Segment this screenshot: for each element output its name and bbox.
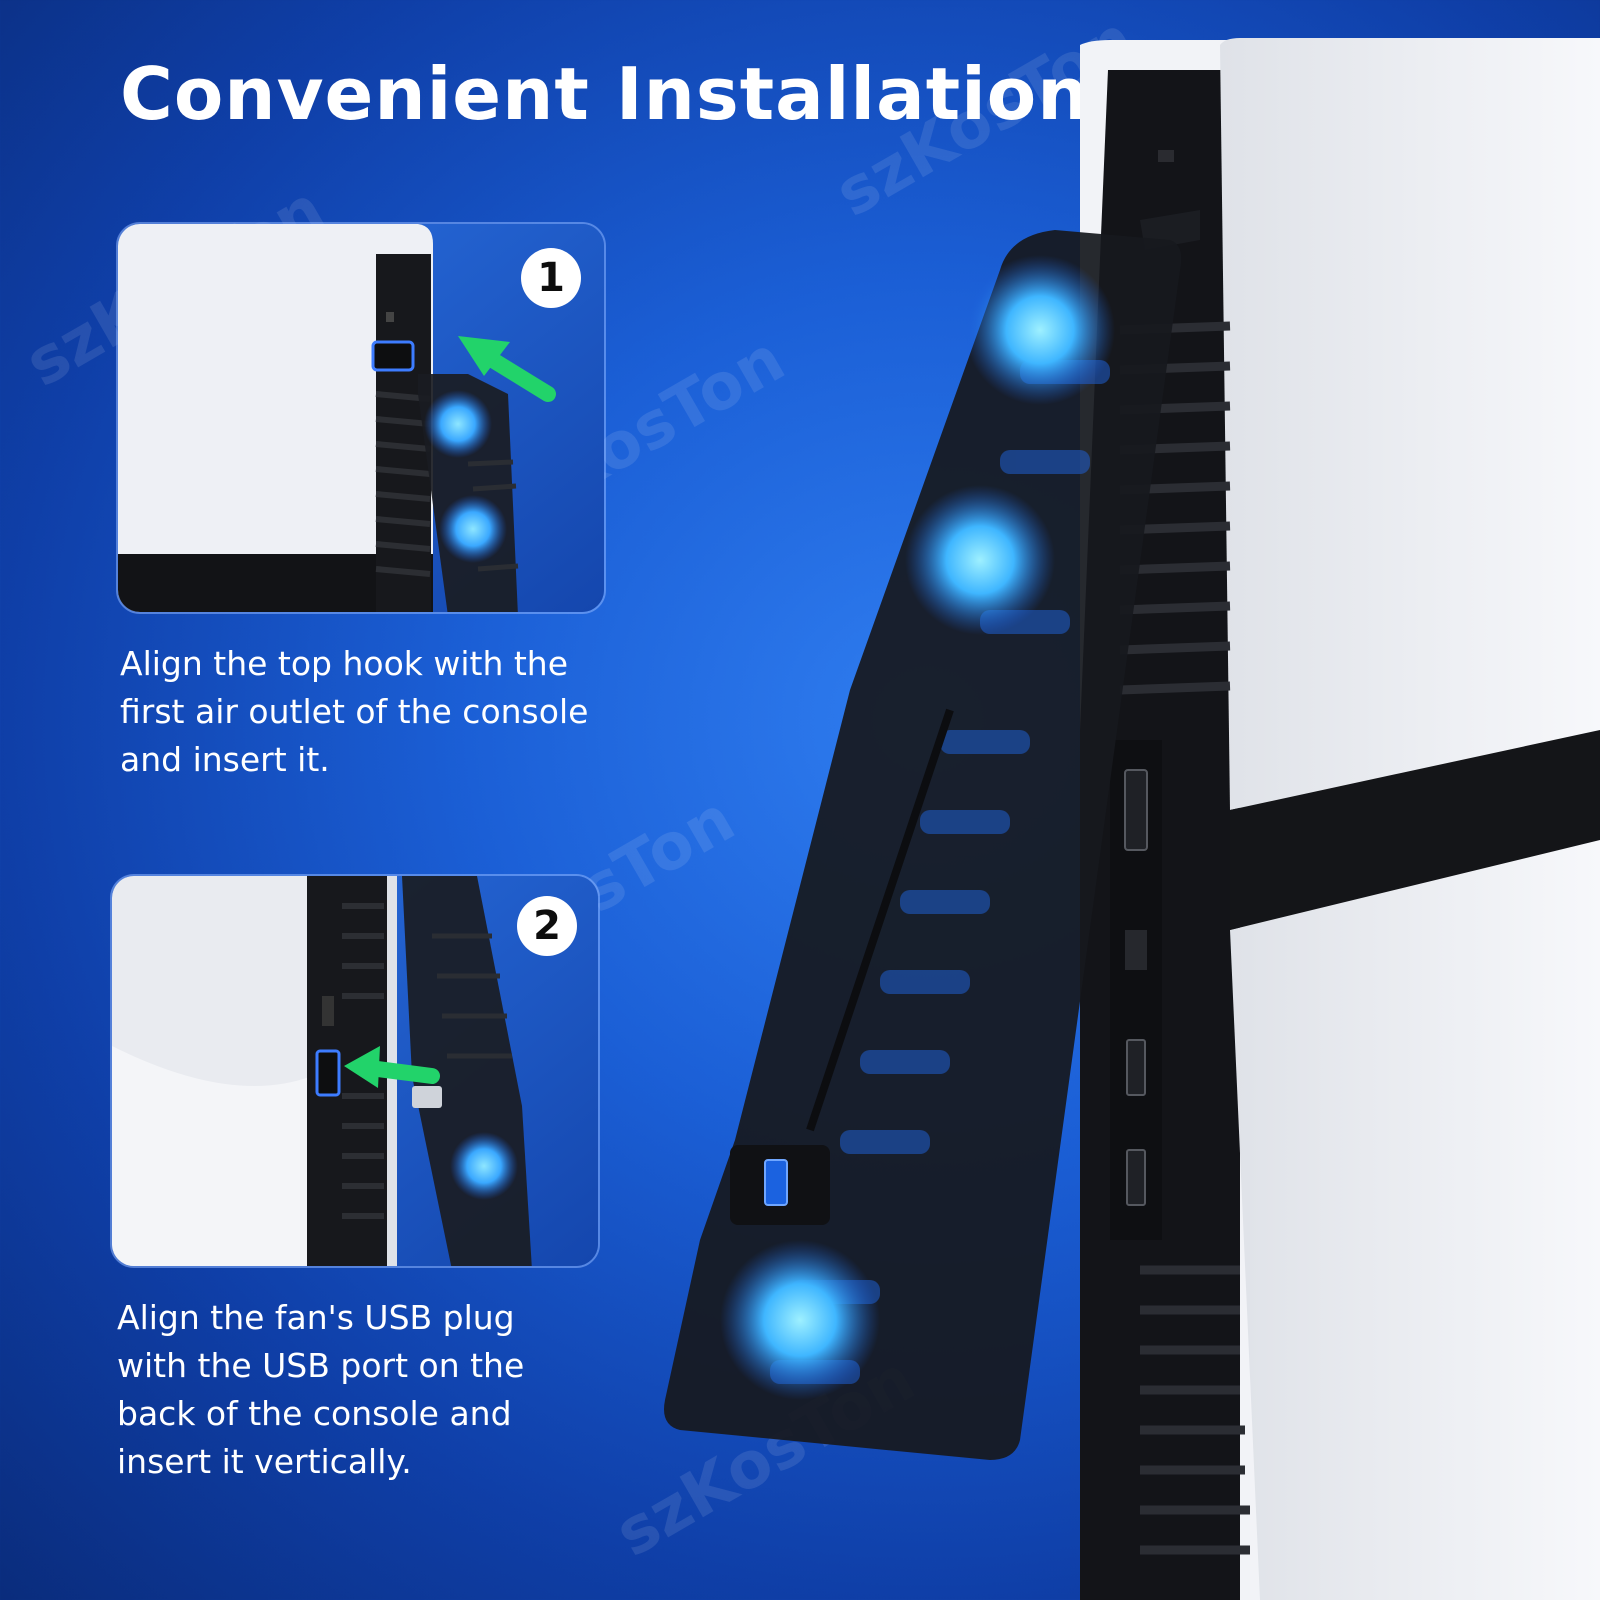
step-1-badge: 1	[521, 248, 581, 308]
hdmi-port-icon	[1124, 769, 1148, 851]
fan-icon	[664, 230, 1182, 1460]
step-2-image: 2	[110, 874, 600, 1268]
arrow-icon	[458, 336, 556, 402]
page-title: Convenient Installation	[120, 52, 1090, 136]
arrow-icon	[344, 1046, 440, 1088]
step-2-illustration	[112, 876, 598, 1266]
usb-port-icon	[1126, 1039, 1146, 1206]
usb-port-icon	[315, 1049, 341, 1097]
step-1-description: Align the top hook with the first air ou…	[120, 644, 589, 779]
console-with-cooling-fan-image	[640, 30, 1600, 1600]
step-2-badge: 2	[517, 896, 577, 956]
step-2-description: Align the fan's USB plug with the USB po…	[117, 1298, 525, 1481]
fan-icon	[418, 374, 519, 612]
fan-icon	[402, 876, 532, 1266]
step-1-image: 1	[116, 222, 606, 614]
console-illustration	[664, 38, 1600, 1600]
